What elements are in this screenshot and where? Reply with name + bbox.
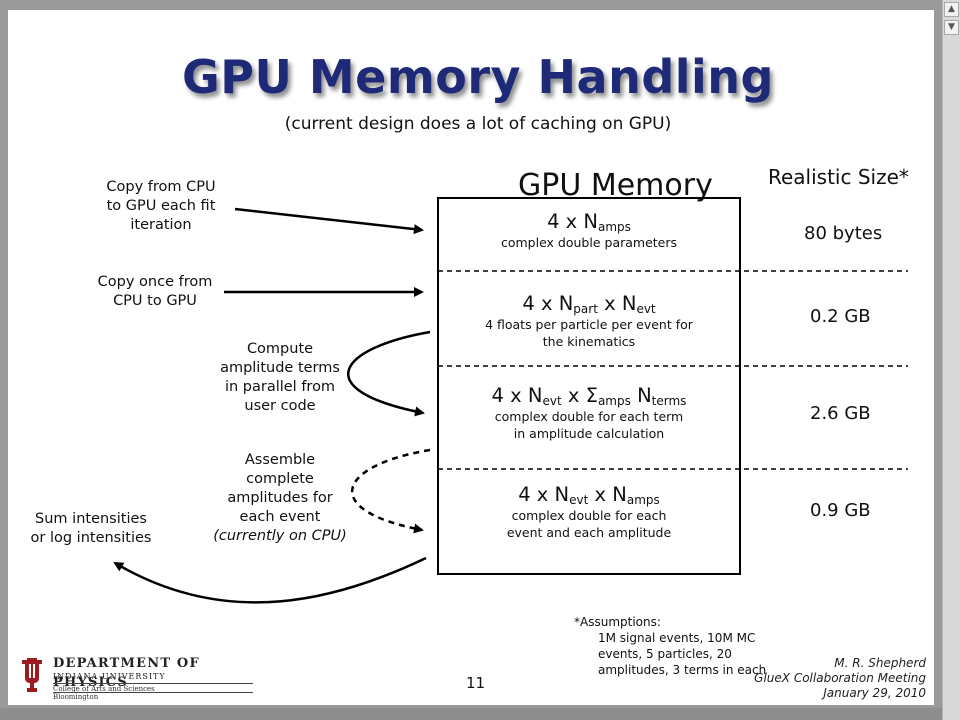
bottom-bar [0, 708, 942, 720]
memory-row-kinematics: 4 x Npart x Nevt 4 floats per particle p… [438, 292, 740, 350]
author-block: M. R. Shepherd GlueX Collaboration Meeti… [754, 656, 926, 700]
row-formula: 4 x Namps [547, 210, 631, 234]
assumptions: *Assumptions: 1M signal events, 10M MC e… [574, 615, 767, 677]
label-copy-once: Copy once from CPU to GPU [97, 274, 213, 309]
row-desc: event and each amplitude [506, 525, 672, 540]
arrow-copy-each-fit [234, 207, 424, 235]
label-assemble: Assemble complete amplitudes for each ev… [213, 452, 347, 544]
row-formula: 4 x Npart x Nevt [522, 292, 656, 316]
arrow-compute [347, 330, 431, 417]
page-number: 11 [466, 674, 486, 692]
realistic-size-header: Realistic Size* [768, 165, 909, 189]
size-amplitude-terms: 2.6 GB [810, 403, 871, 424]
university-name: INDIANA UNIVERSITY [53, 672, 166, 681]
size-kinematics: 0.2 GB [810, 306, 871, 327]
size-amplitudes: 0.9 GB [810, 500, 871, 521]
assumptions-heading: *Assumptions: [574, 615, 661, 629]
scroll-up-icon[interactable]: ▲ [944, 2, 959, 17]
scroll-down-icon[interactable]: ▼ [944, 20, 959, 35]
label-sum-intensities: Sum intensities or log intensities [30, 511, 152, 546]
diagram-arrows [113, 197, 908, 604]
size-parameters: 80 bytes [804, 223, 883, 244]
college-name: College of Arts and Sciences Bloomington [53, 685, 155, 701]
department-name: DEPARTMENT OF PHYSICS [53, 656, 200, 690]
row-desc: in amplitude calculation [513, 426, 665, 441]
row-formula: 4 x Nevt x Namps [518, 483, 660, 507]
slide: GPU Memory Handling (current design does… [8, 10, 934, 705]
label-compute: Compute amplitude terms in parallel from… [220, 341, 340, 414]
row-desc: complex double parameters [500, 235, 678, 250]
row-desc: the kinematics [542, 334, 636, 349]
gpu-memory-box [437, 197, 741, 575]
memory-row-amplitudes: 4 x Nevt x Namps complex double for each… [438, 483, 740, 541]
row-desc: complex double for each [511, 508, 667, 523]
row-desc: 4 floats per particle per event for [485, 317, 693, 332]
row-desc: complex double for each term [494, 409, 684, 424]
assemble-note: (currently on CPU) [213, 528, 347, 544]
row-formula: 4 x Nevt x Σamps Nterms [491, 384, 687, 408]
slide-subtitle: (current design does a lot of caching on… [284, 114, 672, 134]
arrow-sum [113, 556, 427, 604]
memory-row-parameters: 4 x Namps complex double parameters [438, 210, 740, 251]
trident-icon [22, 658, 42, 692]
arrow-assemble [351, 448, 431, 534]
label-copy-each-fit: Copy from CPU to GPU each fit iteration [106, 179, 216, 233]
slide-title: GPU Memory Handling [182, 50, 774, 104]
iu-physics-logo: DEPARTMENT OF PHYSICS INDIANA UNIVERSITY… [18, 652, 256, 701]
vertical-scrollbar[interactable]: ▲ ▼ [942, 0, 960, 720]
memory-row-amplitude-terms: 4 x Nevt x Σamps Nterms complex double f… [438, 384, 740, 442]
